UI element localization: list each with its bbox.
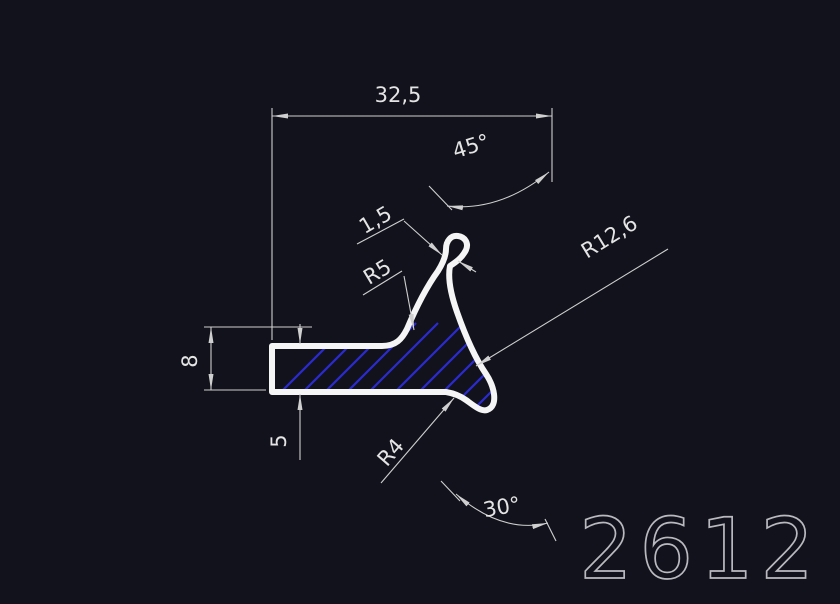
dim-top-width: 32,5: [271, 83, 553, 340]
dim-thickness-5: 5: [267, 324, 303, 460]
profile: [265, 236, 548, 420]
dim-text-top-width: 32,5: [375, 83, 422, 107]
leader-line: [457, 260, 477, 273]
dim-angle-45: 45°: [428, 129, 550, 211]
leader-line: [380, 397, 455, 484]
part-number: 2612: [579, 500, 821, 598]
leader-line: [403, 220, 443, 256]
leader-landing: [362, 270, 403, 296]
dim-text-angle-45: 45°: [450, 129, 493, 163]
dim-text-r12-6: R12,6: [577, 211, 642, 264]
leader-landing: [356, 218, 405, 245]
leader-line: [403, 275, 415, 331]
dim-text-wall-thickness: 1,5: [355, 201, 396, 238]
dim-radius-r5: R5: [359, 255, 415, 331]
angle-stub: [544, 518, 557, 542]
dim-radius-r12-6: R12,6: [475, 211, 669, 367]
angle-stub: [440, 480, 461, 502]
dim-text-r4: R4: [372, 434, 408, 471]
dim-text-thickness-5: 5: [267, 434, 291, 447]
angle-arc: [455, 493, 549, 530]
leader-line: [475, 248, 669, 367]
dim-text-angle-30: 30°: [481, 492, 522, 522]
dim-text-height-8: 8: [178, 354, 202, 367]
dim-angle-30: 30°: [440, 480, 557, 542]
dim-radius-r4: R4: [372, 397, 455, 484]
angle-arc: [446, 171, 550, 211]
dim-text-r5: R5: [359, 255, 395, 290]
dim-height-8: 8: [178, 326, 312, 391]
